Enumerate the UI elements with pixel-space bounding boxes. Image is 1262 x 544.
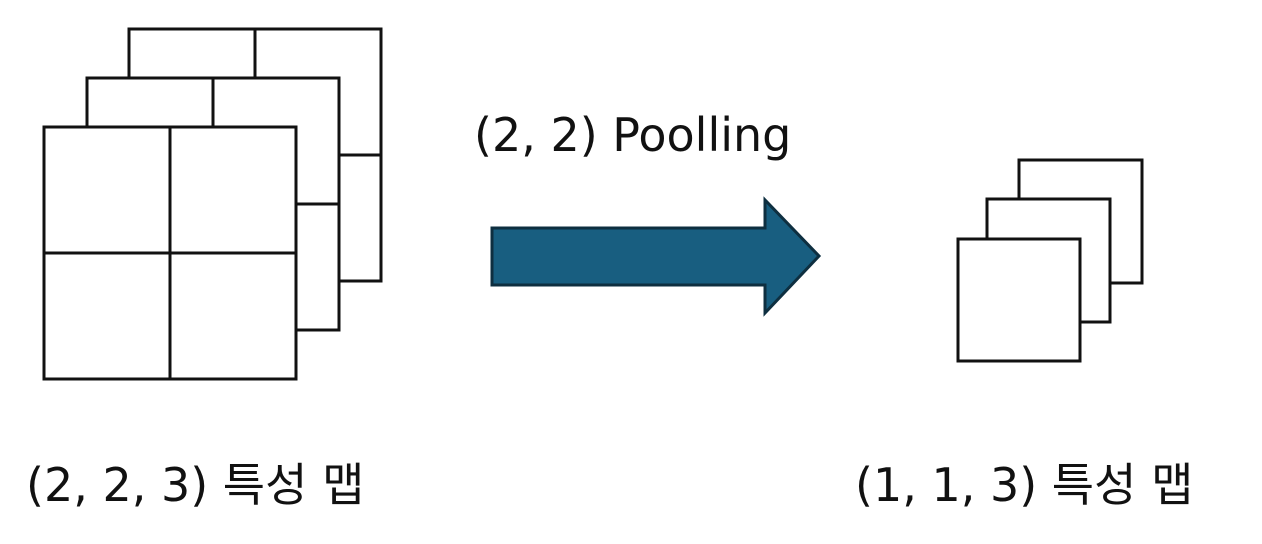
input-channel-1 bbox=[42, 125, 298, 381]
pooling-arrow bbox=[490, 196, 822, 317]
output-feature-map-label: (1, 1, 3) 특성 맵 bbox=[855, 458, 1194, 512]
input-feature-map-label: (2, 2, 3) 특성 맵 bbox=[26, 458, 365, 512]
output-channel-1 bbox=[956, 237, 1082, 363]
pooling-label: (2, 2) Poolling bbox=[474, 108, 792, 162]
output-feature-map bbox=[956, 158, 1144, 363]
input-feature-map bbox=[42, 27, 383, 381]
